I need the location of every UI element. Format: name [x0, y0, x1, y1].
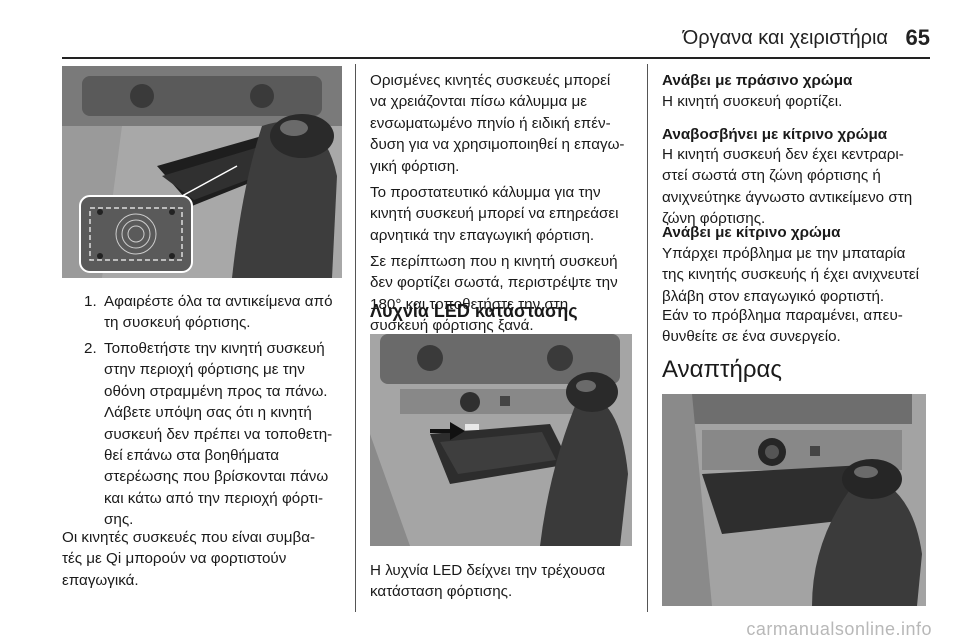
step-number: 1. — [84, 293, 97, 310]
text-line: κατάσταση φόρτισης. — [370, 583, 513, 601]
text-line: συσκευή φόρτισης ξανά. — [370, 317, 534, 335]
text-line: βλάβη στον επαγωγικό φορτιστή. — [662, 287, 885, 305]
text-line: Τοποθετήστε την κινητή συσκευή — [104, 340, 325, 357]
text-line: στερέωσης που βρίσκονται πάνω — [104, 468, 329, 486]
text-line: Η κινητή συσκευή δεν έχει κεντραρι- — [662, 146, 904, 163]
text-line: θεί επάνω στα βοηθήματα — [104, 447, 280, 465]
section-title: Όργανα και χειριστήρια — [682, 27, 888, 49]
section-heading: Αναπτήρας — [662, 356, 782, 383]
text-line: Υπάρχει πρόβλημα με την μπαταρία — [662, 245, 906, 262]
text-line: δεν φορτίζει σωστά, περιστρέψτε την — [370, 274, 618, 292]
paragraph: Η κινητή συσκευή φορτίζει. — [662, 91, 942, 112]
text-line: της κινητής συσκευής ή έχει ανιχνευτεί — [662, 266, 919, 284]
page-number: 65 — [905, 25, 930, 50]
watermark: carmanualsonline.info — [746, 619, 932, 639]
text-line: επαγωγικά. — [62, 571, 139, 589]
header-rule — [62, 57, 930, 59]
paragraph: Υπάρχει πρόβλημα με την μπαταρία της κιν… — [662, 243, 952, 307]
page-header: Όργανα και χειριστήρια 65 — [0, 0, 960, 64]
step-number: 2. — [84, 340, 97, 357]
text-line: Η κινητή συσκευή φορτίζει. — [662, 93, 843, 110]
text-line: ζώνη φόρτισης. — [662, 210, 766, 228]
column-divider — [355, 64, 356, 612]
text-line: Ορισμένες κινητές συσκευές μπορεί — [370, 72, 611, 89]
text-line: κινητή συσκευή μπορεί να επηρεάσει — [370, 205, 619, 223]
step-text: Αφαιρέστε όλα τα αντικείμενα από τη συσκ… — [104, 291, 333, 334]
section-heading: Λυχνία LED κατάστασης — [370, 301, 578, 321]
text-line: δυση για να χρησιμοποιηθεί η επαγω- — [370, 136, 625, 154]
text-line: Αφαιρέστε όλα τα αντικείμενα από — [104, 293, 333, 310]
text-line: και κάτω από την περιοχή φόρτι- — [104, 489, 324, 507]
text-line: οθόνη στραμμένη προς τα πάνω. — [104, 382, 328, 400]
text-line: στην περιοχή φόρτισης με την — [104, 361, 305, 379]
text-line: Λάβετε υπόψη σας ότι η κινητή — [104, 404, 312, 422]
text-line: τές με Qi μπορούν να φορτιστούν — [62, 550, 287, 568]
paragraph: Το προστατευτικό κάλυμμα για την κινητή … — [370, 182, 642, 246]
text-line: σης. — [104, 511, 134, 529]
text-line: αρνητικά την επαγωγική φόρτιση. — [370, 226, 595, 244]
text-line: τη συσκευή φόρτισης. — [104, 314, 251, 332]
paragraph: Εάν το πρόβλημα παραμένει, απευ- θυνθείτ… — [662, 305, 952, 348]
text-line: Οι κινητές συσκευές που είναι συμβα- — [62, 529, 316, 546]
text-line: ανιχνεύτηκε άγνωστο αντικείμενο στη — [662, 188, 913, 206]
text-line: Το προστατευτικό κάλυμμα για την — [370, 184, 601, 201]
wireless-charger-photo — [62, 66, 342, 278]
lighter-photo — [662, 394, 926, 606]
text-line: γική φόρτιση. — [370, 157, 460, 175]
text-line: ενσωματωμένο πηνίο ή ειδική επέν- — [370, 114, 611, 132]
text-line: συσκευή δεν πρέπει να τοποθετη- — [104, 425, 333, 443]
yellow-flash-heading: Αναβοσβήνει με κίτρινο χρώμα — [662, 126, 888, 143]
text-line: 180° και τοποθετήστε την στη — [370, 295, 569, 313]
step-text: Τοποθετήστε την κινητή συσκευή στην περι… — [104, 338, 332, 531]
column-divider — [647, 64, 648, 612]
yellow-heading: Ανάβει με κίτρινο χρώμα — [662, 224, 841, 241]
qi-paragraph: Οι κινητές συσκευές που είναι συμβα- τές… — [62, 527, 348, 591]
paragraph: Η κινητή συσκευή δεν έχει κεντραρι- στεί… — [662, 144, 952, 230]
text-line: στεί σωστά στη ζώνη φόρτισης ή — [662, 167, 881, 185]
led-status-photo — [370, 334, 632, 546]
led-caption: Η λυχνία LED δείχνει την τρέχουσα κατάστ… — [370, 560, 642, 603]
text-line: Εάν το πρόβλημα παραμένει, απευ- — [662, 307, 903, 324]
paragraph: Σε περίπτωση που η κινητή συσκευή δεν φο… — [370, 251, 642, 337]
paragraph: Ορισμένες κινητές συσκευές μπορεί να χρε… — [370, 70, 642, 177]
green-heading: Ανάβει με πράσινο χρώμα — [662, 72, 853, 89]
text-line: να χρειάζονται πίσω κάλυμμα με — [370, 93, 588, 111]
text-line: θυνθείτε σε ένα συνεργείο. — [662, 328, 841, 346]
text-line: Η λυχνία LED δείχνει την τρέχουσα — [370, 562, 606, 579]
text-line: Σε περίπτωση που η κινητή συσκευή — [370, 253, 618, 270]
